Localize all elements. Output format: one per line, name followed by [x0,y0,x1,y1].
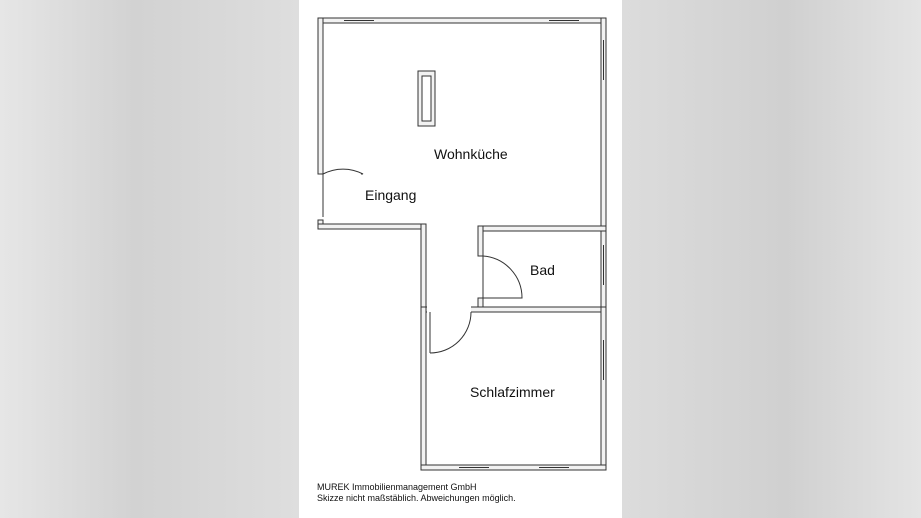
bedroom-door-arc [429,311,472,354]
floor-plan-sheet: Wohnküche Eingang Bad Schlafzimmer MUREK… [299,0,622,518]
wall-corridor-left [420,223,427,310]
footer-company: MUREK Immobilienmanagement GmbH [317,482,477,492]
room-label-bad: Bad [530,262,555,278]
wall-bedroom-left [420,306,427,471]
wall-bath-top [477,225,607,232]
background-right [621,0,921,518]
shaft-inner [421,75,432,122]
room-label-schlafzimmer: Schlafzimmer [470,384,555,400]
footer-disclaimer: Skizze nicht maßstäblich. Abweichungen m… [317,493,516,503]
door-gap-bedroom [427,306,471,313]
room-label-eingang: Eingang [365,187,417,203]
wall-left-upper [317,17,324,175]
background-left [0,0,300,518]
bath-door-arc [482,255,523,299]
entrance-door-arc [322,168,364,175]
plan-footer: MUREK Immobilienmanagement GmbH Skizze n… [317,482,516,504]
wall-bath-left-upper [477,225,484,257]
wall-bedroom-bottom [420,464,607,471]
wall-bedroom-right [600,306,607,471]
floor-plan [317,17,607,471]
room-label-wohnkueche: Wohnküche [434,146,508,162]
wall-kitchen-bottom [317,223,427,230]
